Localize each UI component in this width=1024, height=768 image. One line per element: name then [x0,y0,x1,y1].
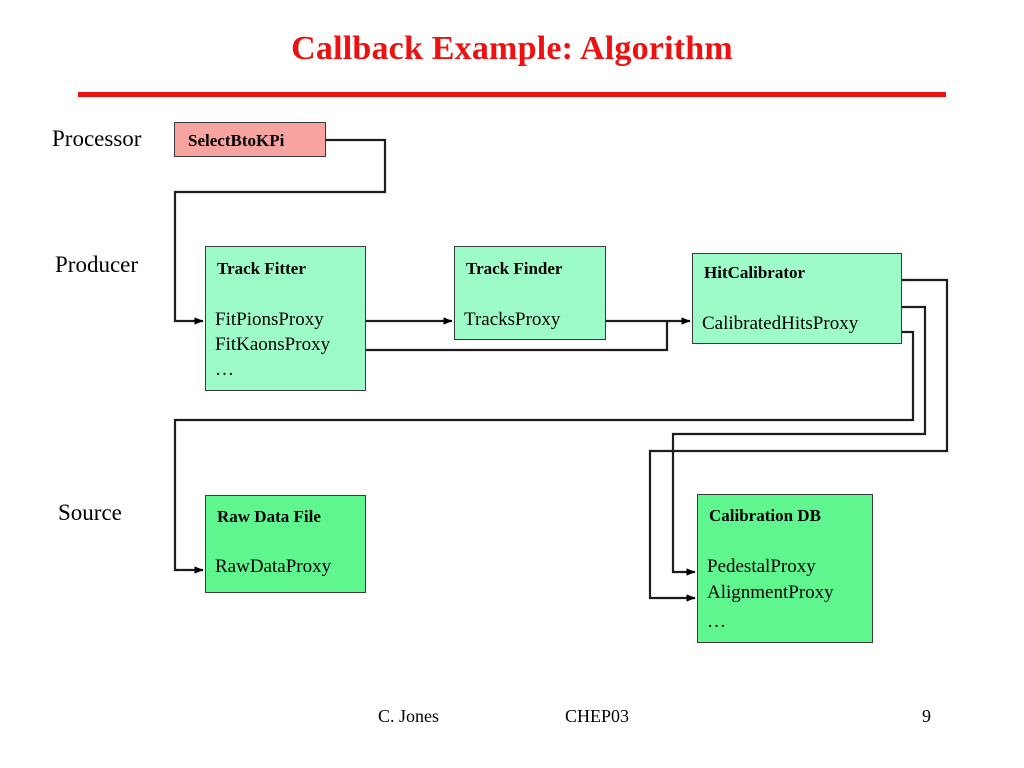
node-title: HitCalibrator [704,263,806,282]
node-hitcalibrator[interactable]: HitCalibrator CalibratedHitsProxy [692,253,902,344]
node-title: Calibration DB [709,506,821,525]
node-title: Track Finder [466,259,563,278]
node-trackfinder[interactable]: Track Finder TracksProxy [454,246,606,340]
footer-event: CHEP03 [565,706,630,726]
proxy-label: PedestalProxy [707,556,816,577]
node-rawdatafile[interactable]: Raw Data File RawDataProxy [205,495,366,593]
node-calibrationdb[interactable]: Calibration DB PedestalProxy AlignmentPr… [697,494,873,643]
footer-author: C. Jones [378,706,440,726]
node-title: SelectBtoKPi [188,131,285,150]
proxy-label: FitPionsProxy [215,309,324,330]
row-label-processor: Processor [52,126,142,151]
wire-hitcalibrator-to-alignmentproxy [648,278,949,602]
wire-hitcalibrator-to-pedestalproxy [671,305,927,576]
proxy-label: CalibratedHitsProxy [702,313,859,334]
row-label-source: Source [58,500,122,525]
node-trackfitter[interactable]: Track Fitter FitPionsProxy FitKaonsProxy… [205,246,366,391]
page-title: Callback Example: Algorithm [291,30,733,67]
proxy-label: TracksProxy [464,309,561,330]
node-selectbtokpi[interactable]: SelectBtoKPi [174,122,326,157]
wire-hitcalibrator-to-rawdatafile [173,330,915,574]
node-title: Track Fitter [217,259,306,278]
proxy-label: AlignmentProxy [707,582,834,603]
proxy-label-ellipsis: … [707,611,728,632]
row-label-producer: Producer [55,252,139,277]
wire-trackfitter-to-hitcalibrator [366,321,669,352]
footer-page-number: 9 [922,706,931,726]
title-divider [78,92,946,97]
proxy-label-ellipsis: … [215,359,236,380]
proxy-label: FitKaonsProxy [215,334,331,355]
node-title: Raw Data File [217,507,321,526]
proxy-label: RawDataProxy [215,556,332,577]
wire-selectbtokpi-to-trackfitter [173,138,387,325]
